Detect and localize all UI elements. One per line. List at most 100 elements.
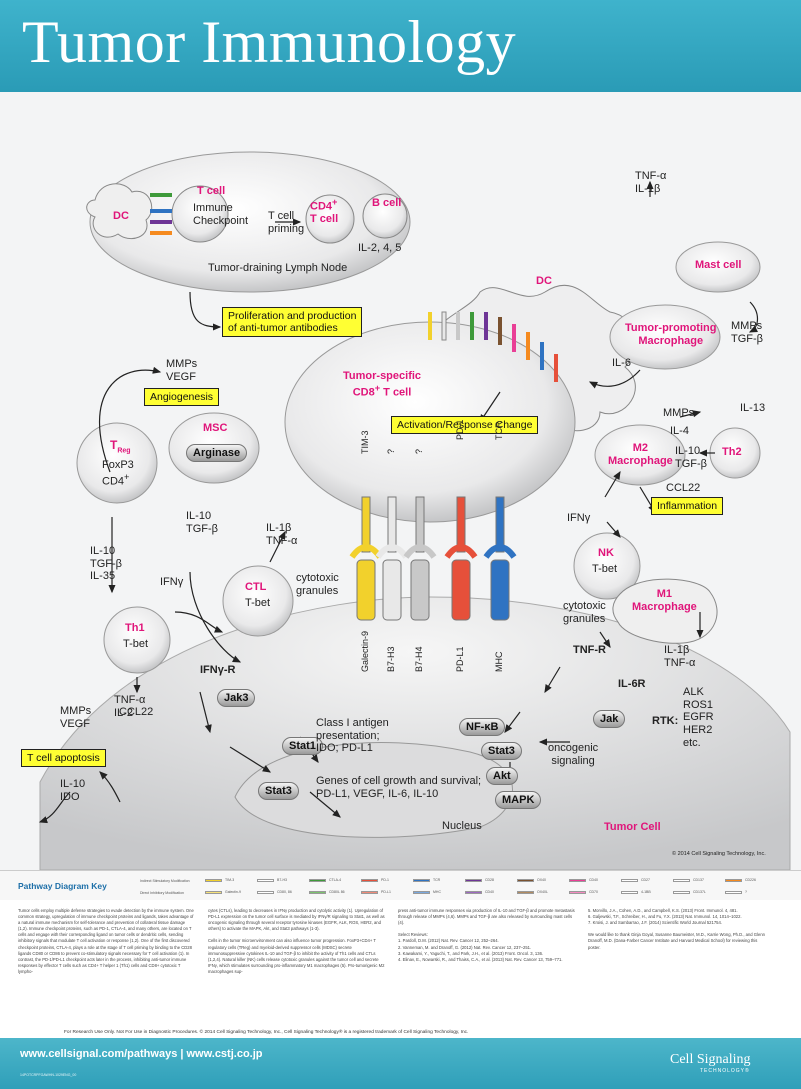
copyright-label: © 2014 Cell Signaling Technology, Inc.: [672, 851, 766, 857]
receptor-bottom-label-4: MHC: [494, 651, 504, 673]
key-swatch-label: ?: [745, 890, 747, 894]
apoptosis-box: T cell apoptosis: [21, 749, 106, 768]
il10-tgfb-m2-label: IL-10 TGF-β: [675, 445, 707, 470]
receptor-upper-3: [456, 496, 466, 553]
receptor-bottom-label-1: B7-H3: [386, 646, 396, 672]
il10-ido-label: IL-10 IDO: [60, 778, 86, 803]
cytotoxic-granules-ctl-label: cytotoxic granules: [296, 572, 339, 597]
key-swatch: [725, 891, 742, 894]
stat3-text: Genes of cell growth and survival; PD-L1…: [316, 775, 482, 800]
footer-url[interactable]: www.cellsignal.com/pathways | www.cstj.c…: [20, 1048, 263, 1060]
key-swatch: [257, 879, 274, 882]
ccl22-right-label: CCL22: [666, 482, 701, 494]
pathway-arrows: [38, 180, 759, 824]
lymph-node-caption: Tumor-draining Lymph Node: [208, 262, 348, 274]
lymph-tcell-label: T cell: [197, 185, 226, 197]
key-swatch: [205, 879, 222, 882]
key-swatch-label: OX40L: [537, 890, 548, 894]
footer-logo-sub: TECHNOLOGY®: [700, 1068, 750, 1074]
rtk-list-label: ALK ROS1 EGFR HER2 etc.: [683, 686, 714, 749]
disclaimer: For Research Use Only. Not For Use in Di…: [64, 1030, 469, 1035]
treg-shape: [76, 422, 158, 504]
ifng-nk-label: IFNγ: [567, 512, 591, 524]
lymph-receptor-blue: [150, 209, 172, 213]
angiogenesis-box: Angiogenesis: [144, 388, 220, 407]
tnf-il1b-top-label: TNF-α IL-1β: [635, 170, 667, 195]
key-swatch: [309, 879, 326, 882]
key-swatch-label: CD80L 86: [329, 890, 345, 894]
rtk-label: RTK:: [652, 715, 679, 727]
receptor-upper-4: [495, 496, 505, 553]
lymph-node-shape: [89, 151, 411, 293]
key-swatch-label: CD40: [485, 890, 494, 894]
key-swatch-label: Galectin-9: [225, 890, 241, 894]
cd4-tcell-label: CD4+T cell: [310, 197, 339, 226]
key-swatch-label: 4-1BB: [641, 890, 651, 894]
tcell-priming-label: T cell priming: [268, 210, 305, 235]
key-swatch-label: CTLA-4: [329, 878, 342, 882]
key-swatch: [621, 879, 638, 882]
th1-label: Th1: [125, 622, 145, 634]
key-swatch-label: TIM-3: [225, 878, 235, 882]
pathway-key: Pathway Diagram Key Indirect Stimulatory…: [0, 870, 801, 900]
stat1-text: Class I antigen presentation; IDO; PD-L1: [316, 717, 389, 755]
nucleus-label: Nucleus: [442, 820, 482, 832]
receptor-top-label-1: ?: [386, 448, 396, 454]
key-swatch-label: CD137L: [693, 890, 706, 894]
tpm-shape: [609, 304, 721, 370]
key-swatch-label: CD226: [745, 878, 756, 882]
receptor-cap-2: [403, 544, 437, 559]
ccl22-left-label: CCL22: [119, 706, 154, 718]
lymph-receptor-green: [150, 193, 172, 197]
il6-label: IL-6: [612, 357, 631, 369]
key-swatch: [517, 891, 534, 894]
il4-label: IL-4: [670, 425, 689, 437]
key-swatch-label: MHC: [433, 890, 441, 894]
description-text: Tumor cells employ multiple defense stra…: [0, 900, 801, 1030]
mapk-pill: MAPK: [495, 791, 542, 809]
key-item-inhibitory: Direct Inhibitory Modification: [140, 891, 184, 895]
footer-logo: Cell Signaling: [670, 1052, 751, 1067]
nk-label: NK: [598, 547, 614, 559]
key-swatch: [673, 891, 690, 894]
text-column-4: 5. Morvillo, J.A., Cohen, A.D., and Camp…: [588, 908, 765, 950]
lymph-receptor-purple: [150, 220, 172, 224]
tnf-il2-label: TNF-α IL-2: [114, 694, 146, 719]
poster-title: Tumor Immunology: [22, 9, 517, 75]
key-swatch-label: PD-L1: [381, 890, 391, 894]
ctl-tbet-label: T-bet: [245, 597, 271, 609]
msc-label: MSC: [203, 422, 228, 434]
key-swatch-label: CD70: [589, 890, 598, 894]
key-swatch: [257, 891, 274, 894]
mast-cell-label: Mast cell: [695, 259, 742, 271]
key-swatch-label: CD137: [693, 878, 704, 882]
jak-right-pill: Jak: [593, 710, 626, 728]
key-swatch: [465, 891, 482, 894]
il10-tgfb-mid-label: IL-10 TGF-β: [186, 510, 218, 535]
proliferation-box: Proliferation and production of anti-tum…: [222, 307, 363, 338]
key-swatch: [205, 891, 222, 894]
stat3-right-pill: Stat3: [481, 742, 522, 760]
cytotoxic-granules-nk-label: cytotoxic granules: [563, 600, 606, 625]
diagram-graphics: [38, 151, 791, 870]
key-swatch: [569, 891, 586, 894]
lymph-dc-label: DC: [113, 210, 129, 222]
m2-shape: [594, 424, 686, 486]
key-swatch-label: CD40: [589, 878, 598, 882]
dc-main-label: DC: [536, 275, 552, 287]
stat3-left-pill: Stat3: [258, 782, 299, 800]
il1b-tnf-m1-label: IL-1β TNF-α: [664, 644, 696, 669]
ifng-left-label: IFNγ: [160, 576, 184, 588]
receptor-lower-3: [451, 559, 471, 621]
il245-label: IL-2, 4, 5: [358, 242, 402, 254]
receptor-lower-1: [382, 559, 402, 621]
treg-label: TReg: [110, 438, 131, 455]
receptor-bottom-label-0: Galectin-9: [360, 630, 370, 672]
receptor-upper-2: [415, 496, 425, 553]
text-column-1: Tumor cells employ multiple defense stra…: [18, 908, 195, 974]
inflammation-box: Inflammation: [651, 497, 724, 516]
key-swatch: [413, 879, 430, 882]
receptor-cap-4: [483, 544, 517, 559]
